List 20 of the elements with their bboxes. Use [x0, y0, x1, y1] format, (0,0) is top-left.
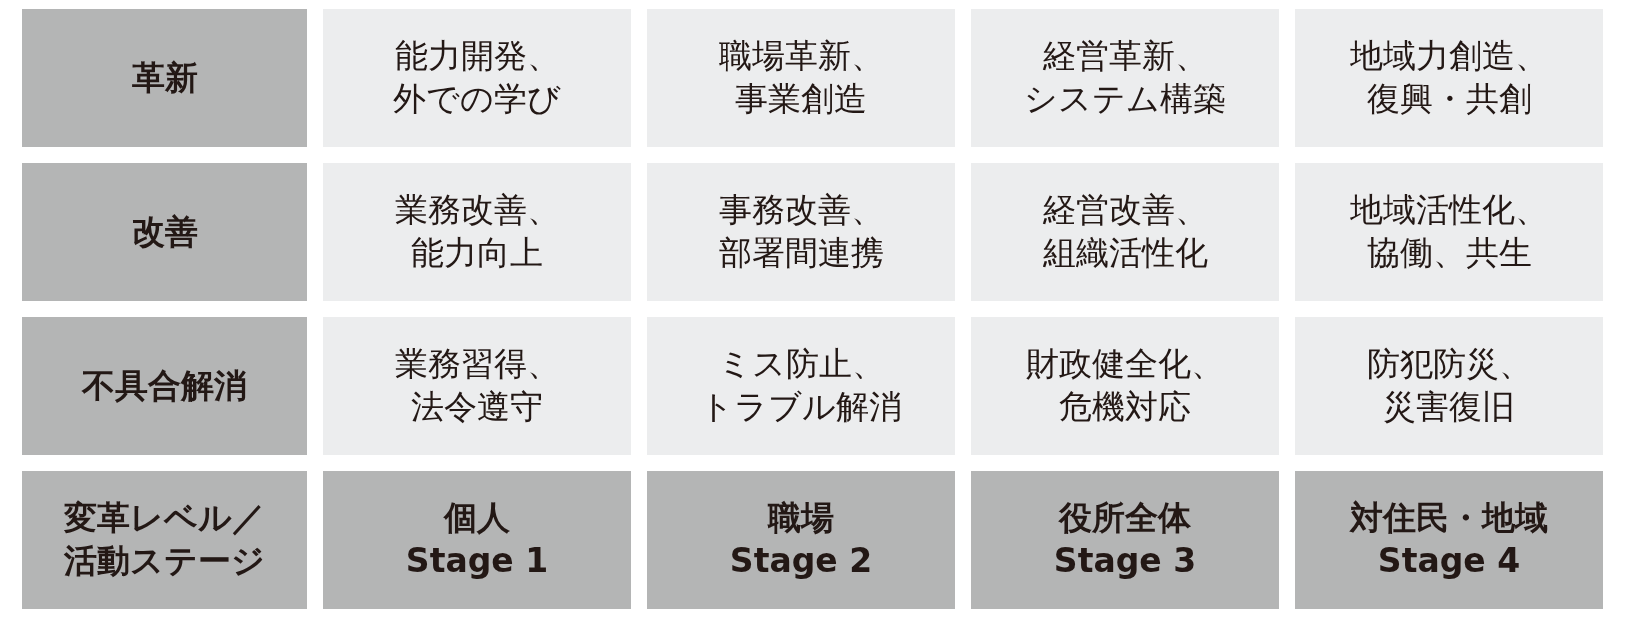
table-entry: 業務習得、法令遵守: [323, 317, 631, 455]
table-entry: 地域力創造、復興・共創: [1295, 9, 1603, 147]
table-entry: 財政健全化、危機対応: [971, 317, 1279, 455]
table-entry: 地域活性化、協働、共生: [1295, 163, 1603, 301]
row-heading: 変革レベル／活動ステージ: [22, 471, 307, 609]
table-entry: ミス防止、トラブル解消: [647, 317, 955, 455]
row-heading: 改善: [22, 163, 307, 301]
table-entry: 経営改善、組織活性化: [971, 163, 1279, 301]
column-heading: 役所全体 Stage 3: [971, 471, 1279, 609]
row-heading: 革新: [22, 9, 307, 147]
row-heading: 不具合解消: [22, 317, 307, 455]
table-entry: 業務改善、能力向上: [323, 163, 631, 301]
column-heading: 職場 Stage 2: [647, 471, 955, 609]
column-heading: 対住民・地域 Stage 4: [1295, 471, 1603, 609]
table-entry: 防犯防災、災害復旧: [1295, 317, 1603, 455]
table-entry: 事務改善、部署間連携: [647, 163, 955, 301]
table-entry: 経営革新、システム構築: [971, 9, 1279, 147]
table-entry: 職場革新、事業創造: [647, 9, 955, 147]
column-heading: 個人 Stage 1: [323, 471, 631, 609]
table-entry: 能力開発、外での学び: [323, 9, 631, 147]
